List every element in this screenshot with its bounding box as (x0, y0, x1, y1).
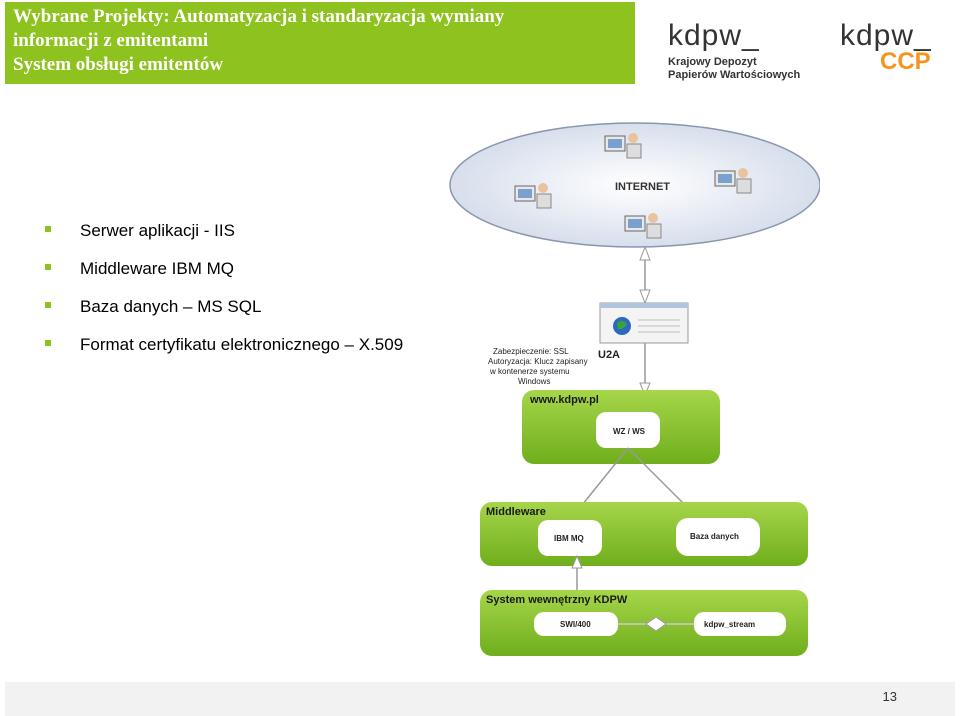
list-item: Format certyfikatu elektronicznego – X.5… (40, 334, 460, 372)
middleware-title: Middleware (486, 506, 546, 518)
database-node (676, 518, 760, 556)
title-line-3: System obsługi emitentów (13, 54, 224, 75)
wz-ws-node (596, 412, 660, 448)
user-computer-icon (604, 133, 642, 159)
security-line: Zabezpieczenie: SSL (493, 347, 569, 356)
ibm-mq-node (538, 520, 602, 556)
database-label: Baza danych (690, 532, 739, 541)
user-computer-icon (624, 213, 662, 239)
list-item: Middleware IBM MQ (40, 258, 460, 296)
web-tier-title: www.kdpw.pl (529, 394, 599, 406)
u2a-label: U2A (598, 349, 620, 361)
title-line-1: Wybrane Projekty: Automatyzacja i standa… (13, 6, 505, 27)
title-line-2: informacji z emitentami (13, 30, 209, 51)
bullet-marker (45, 302, 51, 308)
browser-window-icon (599, 302, 689, 344)
kdpw-logo-line-1: Krajowy Depozyt (668, 56, 757, 68)
kdpw-logo: kdpw_ Krajowy Depozyt Papierów Wartościo… (668, 20, 818, 90)
arrow-head-icon (571, 554, 583, 569)
footer-bar: 13 (5, 682, 955, 716)
kdpw-logo-line-2: Papierów Wartościowych (668, 69, 801, 81)
user-computer-icon (514, 183, 552, 209)
internet-cloud (449, 122, 820, 248)
security-line: w kontenerze systemu (489, 367, 570, 376)
kdpw-logo-word: kdpw_ (668, 19, 760, 52)
wz-ws-label: WZ / WS (613, 427, 646, 436)
user-computer-icon (714, 168, 752, 194)
security-line: Windows (518, 377, 550, 386)
kdpw-ccp-logo-word: kdpw_ (840, 19, 932, 52)
internal-system-title: System wewnętrzny KDPW (486, 594, 628, 606)
feature-list: Serwer aplikacji - IIS Middleware IBM MQ… (40, 220, 460, 372)
internet-label: INTERNET (615, 181, 670, 193)
page-number: 13 (882, 689, 897, 704)
kdpw-stream-label: kdpw_stream (704, 620, 755, 629)
swi-label: SWI/400 (560, 620, 591, 629)
architecture-diagram: INTERNET Zabezpieczenie: SSL Autoryzacja… (449, 122, 820, 656)
list-item-text: Middleware IBM MQ (80, 259, 234, 278)
kdpw-ccp-logo: kdpw_ CCP (840, 20, 950, 80)
diamond-connector-icon (645, 616, 667, 632)
list-item-text: Serwer aplikacji - IIS (80, 221, 235, 240)
bullet-marker (45, 226, 51, 232)
internal-system-box (480, 590, 808, 656)
kdpw-stream-node (694, 612, 786, 636)
list-item-text: Baza danych – MS SQL (80, 297, 262, 316)
list-item: Baza danych – MS SQL (40, 296, 460, 334)
arrow-head-icon (639, 289, 651, 305)
swi-node (534, 612, 618, 636)
title-banner: Wybrane Projekty: Automatyzacja i standa… (5, 2, 635, 84)
ccp-logo-text: CCP (880, 48, 931, 75)
list-item: Serwer aplikacji - IIS (40, 220, 460, 258)
arrow-head-icon (639, 245, 651, 261)
ibm-mq-label: IBM MQ (554, 534, 584, 543)
bullet-marker (45, 340, 51, 346)
bullet-marker (45, 264, 51, 270)
list-item-text: Format certyfikatu elektronicznego – X.5… (80, 335, 404, 354)
security-line: Autoryzacja: Klucz zapisany (488, 357, 588, 366)
arrow-head-icon (639, 382, 651, 397)
